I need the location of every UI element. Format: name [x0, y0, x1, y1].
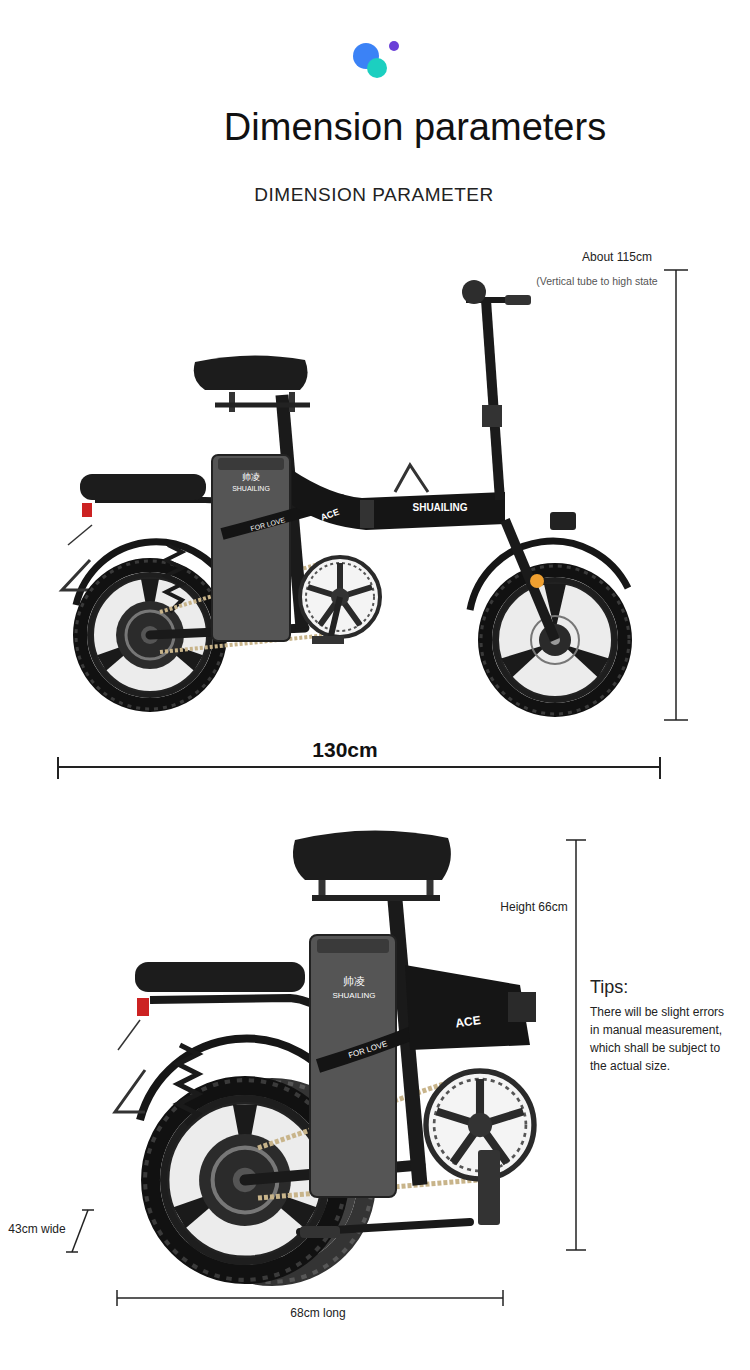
- brand-mark: SHUAILING: [332, 991, 375, 1001]
- brand-mark: SHUAILING: [232, 485, 270, 493]
- dimension-label: 68cm long: [290, 1306, 345, 1320]
- tips-heading: Tips:: [590, 977, 628, 999]
- brand-mark: 帅凌: [242, 472, 260, 483]
- dimension-label: 130cm: [312, 737, 377, 762]
- frame-lettering: SHUAILING: [413, 502, 468, 514]
- dimension-label: 43cm wide: [8, 1222, 65, 1236]
- dimension-note: (Vertical tube to high state: [536, 275, 657, 288]
- page-title: Dimension parameters: [224, 105, 606, 151]
- dimension-label: About 115cm: [582, 250, 652, 264]
- dimension-label: Height 66cm: [500, 900, 567, 914]
- subtitle: DIMENSION PARAMETER: [254, 184, 493, 207]
- tips-note: There will be slight errors in manual me…: [590, 1003, 735, 1075]
- brand-mark: 帅凌: [343, 975, 365, 988]
